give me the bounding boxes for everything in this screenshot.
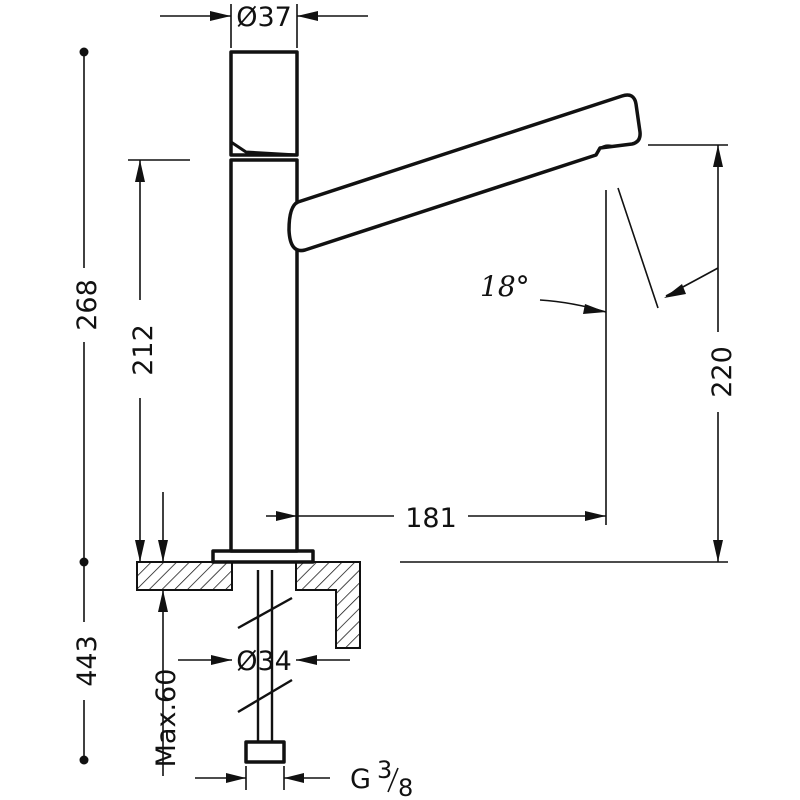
faucet — [211, 50, 642, 564]
lever-handle — [229, 50, 299, 157]
connection-label: G — [350, 764, 371, 795]
dimension-base-diameter: Ø34 — [178, 646, 350, 677]
spout-angle-label: 18° — [480, 270, 530, 303]
connection-fraction-denominator: 8 — [398, 774, 413, 800]
dimension-connection: G 3 8 — [195, 756, 413, 800]
countertop-right-section — [295, 561, 361, 649]
body-height-label: 212 — [128, 324, 159, 376]
connection-fraction-numerator: 3 — [377, 756, 392, 784]
dimension-spout-angle: 18° — [480, 187, 719, 314]
dimension-max-deck: Max.60 — [151, 492, 182, 776]
base-diameter-label: Ø34 — [236, 646, 292, 677]
dimension-below-counter: 443 — [72, 562, 103, 765]
dimension-spout-height: 220 — [400, 144, 738, 563]
dimension-body-diameter: Ø37 — [160, 2, 368, 48]
spout-end-curve — [599, 144, 613, 149]
total-height-label: 268 — [72, 279, 103, 331]
spout-height-label: 220 — [707, 346, 738, 398]
handle-bevel — [230, 140, 298, 157]
max-deck-label: Max.60 — [151, 669, 182, 768]
faucet-column — [229, 158, 299, 553]
dimension-body-height: 212 — [128, 159, 190, 562]
supply-hose — [237, 570, 293, 764]
spout-reach-label: 181 — [405, 503, 457, 534]
countertop-left-section — [136, 561, 233, 591]
connection-nut — [244, 740, 286, 764]
dimension-spout-reach: 181 — [266, 190, 607, 534]
below-counter-label: 443 — [72, 635, 103, 687]
countertop — [136, 561, 361, 649]
body-diameter-label: Ø37 — [236, 2, 292, 33]
spout — [287, 93, 642, 253]
dimension-total-height: 268 — [72, 47, 103, 567]
